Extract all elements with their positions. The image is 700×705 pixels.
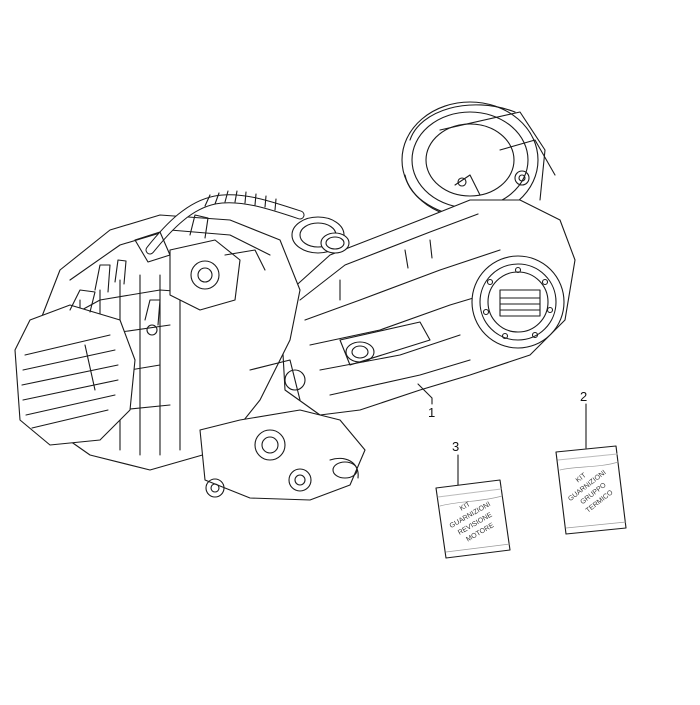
clutch-cover	[471, 255, 565, 349]
gasket-kit-bag-2	[555, 445, 627, 535]
callout-1: 1	[428, 405, 435, 420]
cvt-pulley-housing	[401, 101, 556, 219]
intake-hose	[145, 190, 350, 255]
spark-plug-sensors	[94, 259, 161, 336]
lower-crankcase	[199, 359, 366, 501]
transmission-cover	[279, 199, 576, 416]
engine-assembly	[14, 101, 576, 501]
gasket-kit-bag-3	[435, 479, 511, 559]
bag-3-line-1: KIT	[459, 501, 473, 513]
callout-2: 2	[580, 389, 587, 404]
valve-cover	[14, 289, 136, 446]
bag-3-label: KIT GUARNIZIONI REVISIONE MOTORE	[449, 501, 496, 544]
leader-line-1	[417, 383, 433, 405]
throttle-body	[134, 214, 266, 311]
callout-3: 3	[452, 439, 459, 454]
